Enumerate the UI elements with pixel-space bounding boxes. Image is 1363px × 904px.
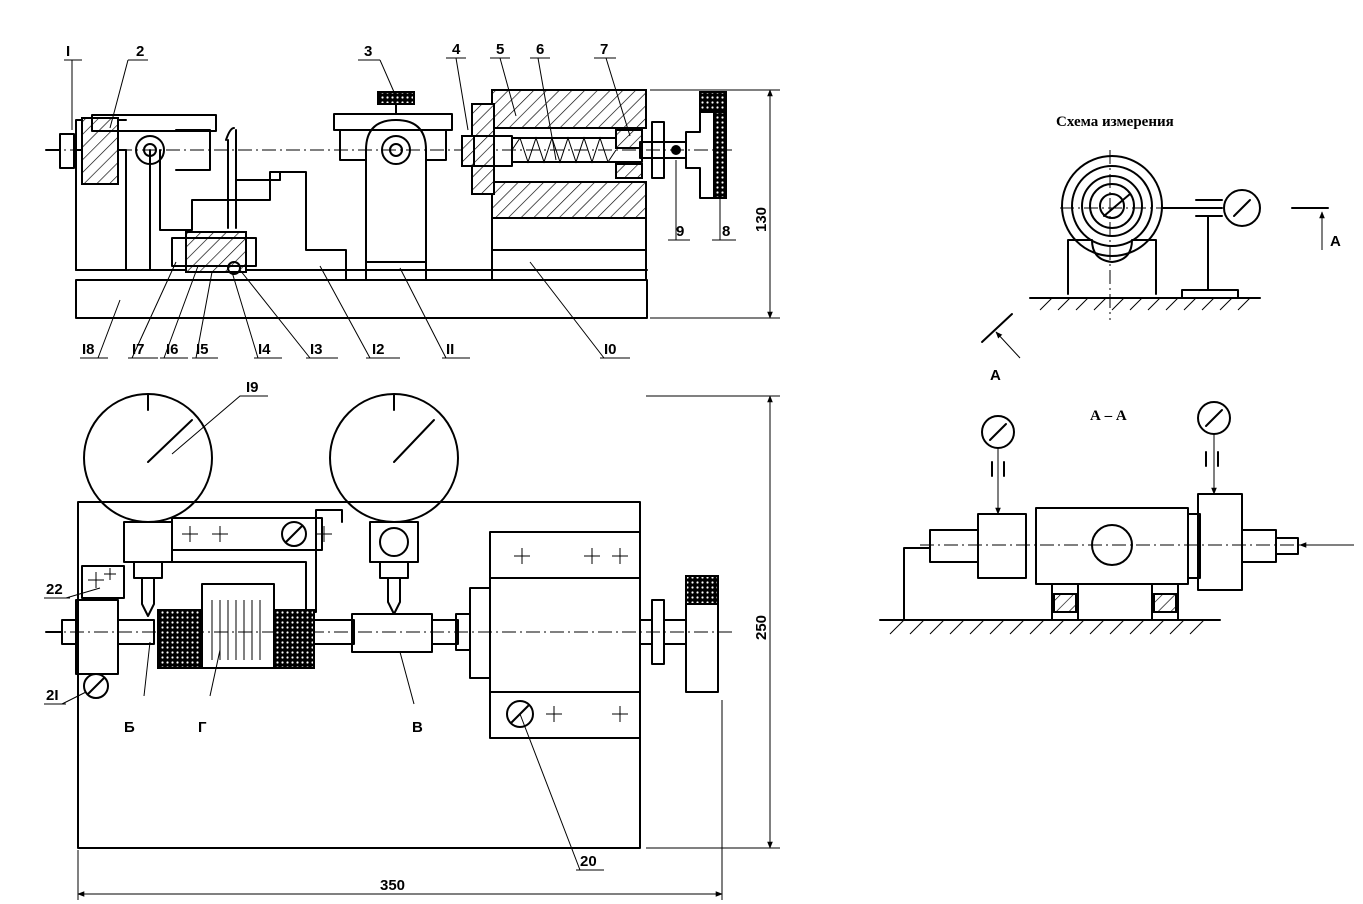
front-label: 2: [136, 43, 144, 60]
section-mark-bottom: А: [990, 367, 1001, 384]
front-label: I2: [372, 341, 385, 358]
plan-view-marks: [88, 526, 628, 722]
front-label: 5: [496, 41, 504, 58]
front-label: 9: [676, 223, 684, 240]
section-a-a: А – А: [879, 401, 1354, 635]
plan-view-labels: I9 20 2I 22 Б Г В 250 350: [44, 379, 780, 900]
indicator-label: I9: [246, 379, 259, 396]
screw-lower-label: 2I: [46, 687, 59, 704]
front-label: I5: [196, 341, 209, 358]
front-label: I6: [166, 341, 179, 358]
length-dimension: 350: [380, 877, 405, 894]
front-label: I8: [82, 341, 95, 358]
point-v-label: В: [412, 719, 423, 736]
plan-view: [45, 393, 735, 849]
front-label: I7: [132, 341, 145, 358]
front-label: I3: [310, 341, 323, 358]
front-label: I: [66, 43, 70, 60]
measurement-scheme: Схема измерения А А: [981, 114, 1341, 384]
bolt-label: 20: [580, 853, 597, 870]
front-label: 8: [722, 223, 730, 240]
section-mark-right: А: [1330, 233, 1341, 250]
section-title: А – А: [1090, 408, 1127, 424]
scheme-title: Схема измерения: [1056, 114, 1174, 130]
front-label: 4: [452, 41, 461, 58]
front-label: I4: [258, 341, 271, 358]
front-label: II: [446, 341, 454, 358]
front-view-labels: I 2 3 4 5 6 7 8 9 I0 II I2 I3 I4 I5 I6 I…: [64, 41, 780, 359]
front-view: [45, 89, 735, 319]
screw-upper-label: 22: [46, 581, 63, 598]
depth-dimension: 250: [753, 615, 770, 640]
front-label: 3: [364, 43, 372, 60]
front-label: I0: [604, 341, 617, 358]
point-b-label: Б: [124, 719, 135, 736]
height-dimension: 130: [753, 207, 770, 232]
front-label: 6: [536, 41, 544, 58]
point-g-label: Г: [198, 719, 207, 736]
front-label: 7: [600, 41, 608, 58]
